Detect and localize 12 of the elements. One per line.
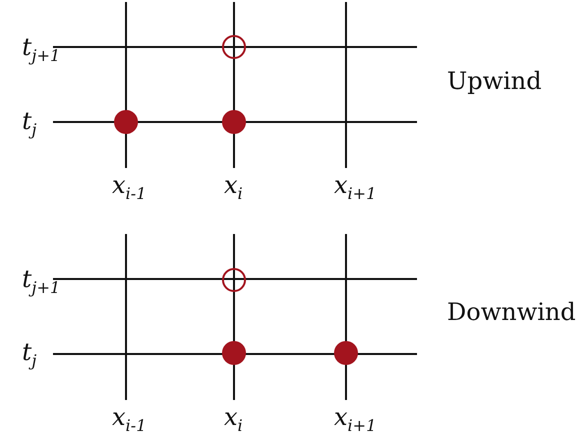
axis-label: t$_{j}$: [22, 339, 37, 372]
scheme-title: Downwind: [447, 299, 576, 325]
axis-label: x$_{i-1}$: [112, 404, 146, 437]
axis-label: t$_{j+1}$: [22, 34, 60, 67]
axis-label: t$_{j+1}$: [22, 266, 60, 299]
axis-label: t$_{j}$: [22, 108, 37, 141]
axis-label: x$_{i}$: [224, 172, 243, 205]
axis-label: x$_{i-1}$: [112, 172, 146, 205]
axis-label: x$_{i+1}$: [334, 172, 376, 205]
axis-label: x$_{i}$: [224, 404, 243, 437]
axis-label: x$_{i+1}$: [334, 404, 376, 437]
scheme-title: Upwind: [447, 68, 542, 94]
